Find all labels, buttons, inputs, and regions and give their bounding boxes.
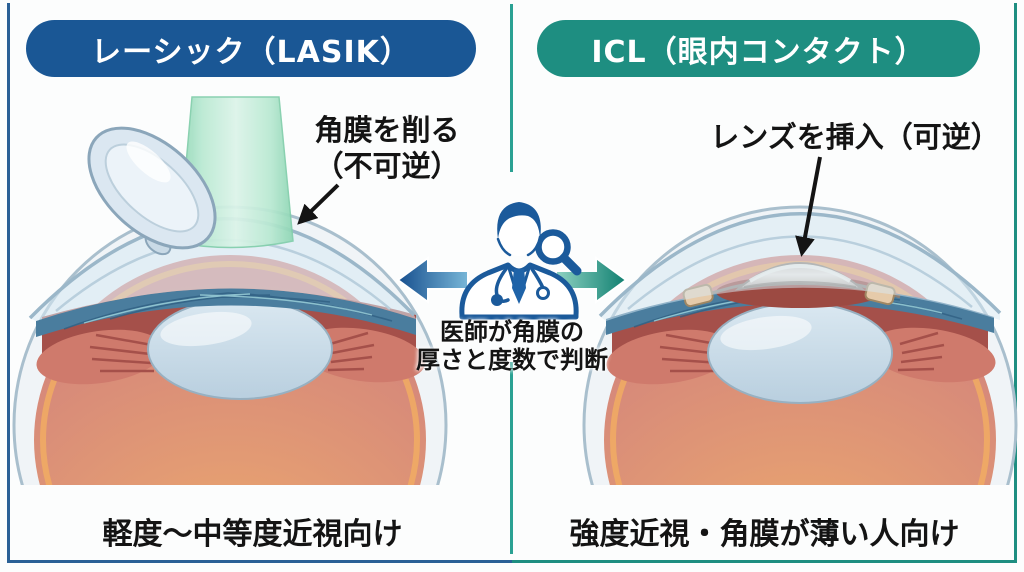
lasik-annotation-line1: 角膜を削る [314, 113, 460, 147]
icl-eyeball [582, 156, 1018, 485]
down-left-arrow-icon [297, 183, 340, 225]
icl-caption: 強度近視・角膜が薄い人向け [569, 517, 960, 552]
comparison-arrows [396, 256, 628, 304]
icl-eye-illustration [582, 156, 1018, 485]
frame-border-left [7, 3, 10, 563]
icl-header-label: ICL（眼内コンタクト） [591, 34, 926, 70]
panel-divider-bottom [510, 362, 513, 554]
icl-annotation: レンズを挿入（可逆） [700, 120, 1010, 154]
down-arrow-icon [795, 156, 822, 257]
magnifier-icon [535, 229, 582, 276]
lasik-annotation-line2: （不可逆） [314, 149, 460, 183]
frame-border-bottom-left [7, 560, 512, 563]
crystalline-lens [147, 298, 333, 400]
doctor-icon [459, 202, 582, 320]
arrow-left-icon [396, 256, 469, 304]
crystalline-lens [707, 302, 893, 404]
zonule-fibers [89, 331, 375, 373]
corneal-flap [87, 126, 217, 256]
center-note: 医師が角膜の 厚さと度数で判断 [387, 318, 637, 374]
icl-annotation-line1: レンズを挿入（可逆） [710, 120, 1000, 154]
frame-border-bottom-right [512, 560, 1017, 563]
lasik-header-pill: レーシック（LASIK） [26, 20, 476, 77]
panel-divider-top [510, 4, 513, 172]
frame-border-right [1014, 3, 1017, 563]
lasik-eye-illustration [12, 96, 448, 485]
lasik-caption: 軽度〜中等度近視向け [102, 517, 403, 552]
center-note-line1: 医師が角膜の [440, 318, 584, 346]
lasik-annotation: 角膜を削る （不可逆） [287, 112, 487, 184]
lasik-header-label: レーシック（LASIK） [91, 34, 411, 70]
lasik-eyeball [12, 96, 448, 485]
iris [36, 288, 416, 337]
icl-header-pill: ICL（眼内コンタクト） [537, 20, 980, 77]
center-note-line2: 厚さと度数で判断 [416, 346, 608, 374]
